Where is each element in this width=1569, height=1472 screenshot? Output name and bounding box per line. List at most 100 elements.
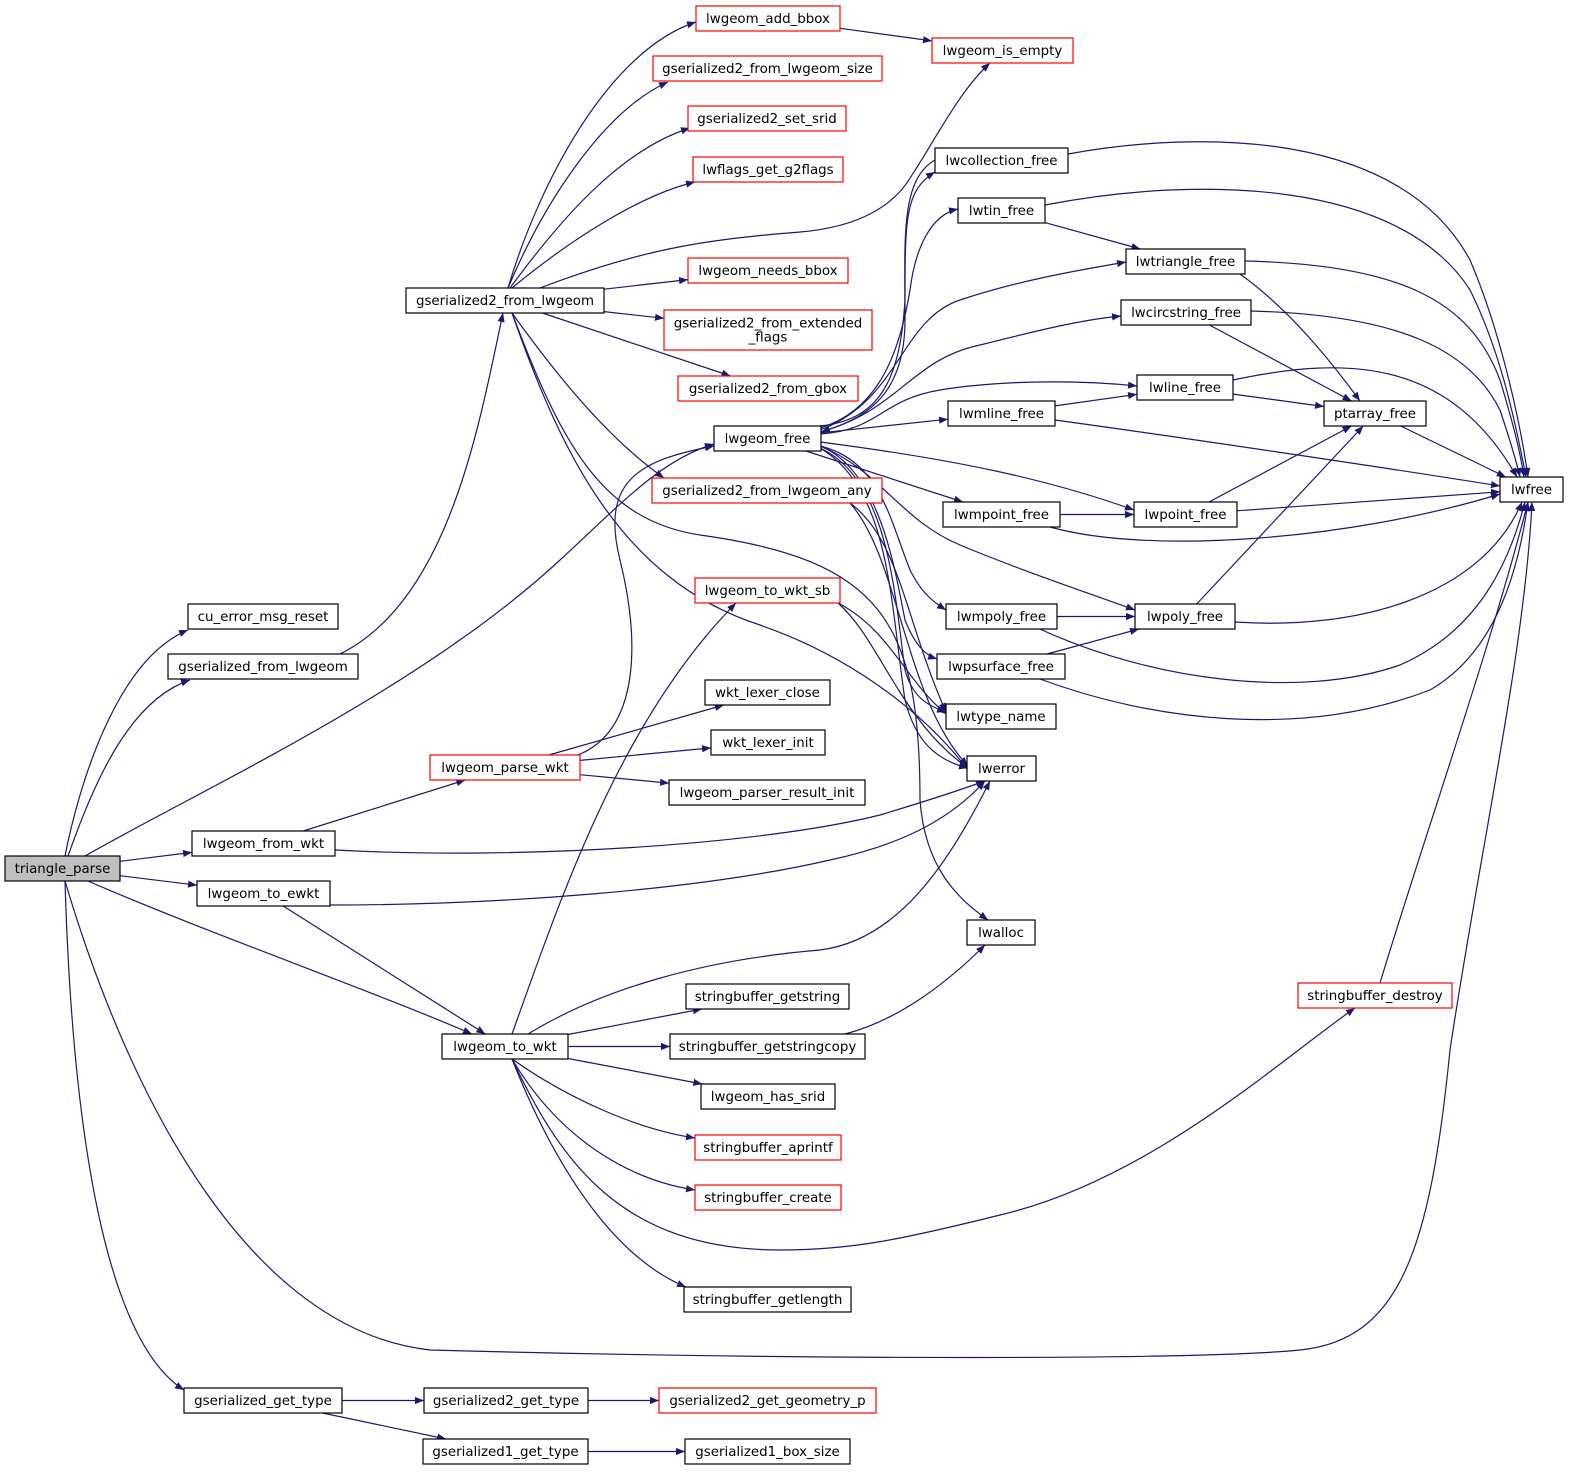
node-gserialized2_set_srid[interactable]: gserialized2_set_srid xyxy=(687,105,847,132)
node-stringbuffer_aprintf[interactable]: stringbuffer_aprintf xyxy=(694,1134,842,1161)
node-lwgeom_parse_wkt[interactable]: lwgeom_parse_wkt xyxy=(429,754,581,781)
node-lwmline_free[interactable]: lwmline_free xyxy=(947,400,1056,427)
edge-line xyxy=(84,443,715,857)
node-lwgeom_has_srid[interactable]: lwgeom_has_srid xyxy=(700,1083,836,1110)
node-label: lwgeom_parser_result_init xyxy=(680,786,855,801)
node-lwgeom_needs_bbox[interactable]: lwgeom_needs_bbox xyxy=(687,257,849,284)
node-lwcollection_free[interactable]: lwcollection_free xyxy=(934,147,1069,174)
edge-line xyxy=(819,259,1127,431)
edge-line xyxy=(1232,367,1518,478)
node-label: gserialized_get_type xyxy=(194,1394,332,1409)
edge-line xyxy=(819,313,1122,433)
edge-gserialized2_from_lwgeom-to-lwflags_get_g2flags xyxy=(511,180,696,289)
node-lwflags_get_g2flags[interactable]: lwflags_get_g2flags xyxy=(692,156,844,183)
node-stringbuffer_create[interactable]: stringbuffer_create xyxy=(694,1184,842,1211)
edge-lwgeom_free-to-lwtin_free xyxy=(819,207,959,429)
edge-triangle_parse-to-gserialized_from_lwgeom xyxy=(67,679,191,857)
edge-line xyxy=(603,311,665,321)
edge-lwgeom_to_wkt-to-stringbuffer_create xyxy=(511,1058,696,1193)
node-gserialized1_box_size[interactable]: gserialized1_box_size xyxy=(684,1438,851,1465)
edge-triangle_parse-to-lwgeom_to_wkt xyxy=(87,880,473,1035)
edge-stringbuffer_destroy-to-lwfree xyxy=(1379,501,1530,984)
node-label: _flags xyxy=(748,331,788,346)
node-box xyxy=(677,375,859,402)
node-lwpsurface_free[interactable]: lwpsurface_free xyxy=(936,653,1066,680)
edge-gserialized2_from_lwgeom-to-gserialized2_from_extended_flags xyxy=(603,311,665,321)
edge-lwgeom_to_wkt-to-lwerror xyxy=(527,780,991,1035)
edge-gserialized2_from_lwgeom_any-to-lwerror xyxy=(849,502,969,767)
edge-gserialized2_from_lwgeom-to-lwgeom_needs_bbox xyxy=(603,277,689,290)
edge-triangle_parse-to-lwgeom_to_ewkt xyxy=(119,875,198,888)
edge-line xyxy=(119,849,193,862)
node-lwgeom_free[interactable]: lwgeom_free xyxy=(713,425,822,452)
edge-line xyxy=(334,780,986,854)
node-lwgeom_from_wkt[interactable]: lwgeom_from_wkt xyxy=(191,830,336,857)
node-gserialized2_from_lwgeom_any[interactable]: gserialized2_from_lwgeom_any xyxy=(651,477,883,504)
node-gserialized_from_lwgeom[interactable]: gserialized_from_lwgeom xyxy=(167,653,359,680)
edge-line xyxy=(511,1007,1356,1251)
edge-line xyxy=(844,944,986,1035)
edge-line xyxy=(1044,188,1528,478)
node-lwpoly_free[interactable]: lwpoly_free xyxy=(1134,603,1236,630)
edge-lwgeom_free-to-lwpoly_free xyxy=(819,445,1136,611)
node-cu_error_msg_reset[interactable]: cu_error_msg_reset xyxy=(187,603,339,630)
node-box xyxy=(966,755,1037,782)
node-box xyxy=(1499,476,1564,503)
node-label: lwcollection_free xyxy=(945,154,1057,169)
node-stringbuffer_getstringcopy[interactable]: stringbuffer_getstringcopy xyxy=(669,1033,866,1060)
node-lwgeom_to_ewkt[interactable]: lwgeom_to_ewkt xyxy=(196,880,331,907)
node-gserialized_get_type[interactable]: gserialized_get_type xyxy=(183,1387,343,1414)
node-triangle_parse[interactable]: triangle_parse xyxy=(4,855,121,882)
edge-line xyxy=(1067,141,1531,478)
edge-line xyxy=(511,312,989,921)
node-label: lwfree xyxy=(1511,483,1552,498)
node-lwmpoly_free[interactable]: lwmpoly_free xyxy=(945,603,1058,630)
node-stringbuffer_destroy[interactable]: stringbuffer_destroy xyxy=(1297,982,1453,1009)
edge-lwgeom_free-to-lwpsurface_free xyxy=(819,445,938,660)
node-lwcircstring_free[interactable]: lwcircstring_free xyxy=(1120,299,1252,326)
edge-line xyxy=(567,1007,703,1036)
node-lwmpoint_free[interactable]: lwmpoint_free xyxy=(942,501,1061,528)
node-lwerror[interactable]: lwerror xyxy=(966,755,1037,782)
node-stringbuffer_getlength[interactable]: stringbuffer_getlength xyxy=(683,1286,852,1313)
edge-line xyxy=(1208,425,1352,503)
node-lwalloc[interactable]: lwalloc xyxy=(966,919,1036,946)
edge-line xyxy=(819,445,1136,611)
edge-lwgeom_from_wkt-to-lwerror xyxy=(334,780,986,854)
node-gserialized2_from_lwgeom[interactable]: gserialized2_from_lwgeom xyxy=(405,287,605,314)
node-lwline_free[interactable]: lwline_free xyxy=(1136,374,1234,401)
node-gserialized2_get_type[interactable]: gserialized2_get_type xyxy=(423,1387,589,1414)
node-lwtin_free[interactable]: lwtin_free xyxy=(957,197,1046,224)
node-label: lwpoly_free xyxy=(1147,610,1223,625)
edge-line xyxy=(511,1058,696,1141)
edge-line xyxy=(1044,222,1141,251)
node-box xyxy=(668,779,866,806)
node-gserialized2_from_gbox[interactable]: gserialized2_from_gbox xyxy=(677,375,859,402)
node-lwgeom_is_empty[interactable]: lwgeom_is_empty xyxy=(931,37,1074,64)
node-label: stringbuffer_getstring xyxy=(695,990,841,1005)
node-box xyxy=(422,1438,589,1465)
node-lwpoint_free[interactable]: lwpoint_free xyxy=(1133,501,1238,528)
edge-lwline_free-to-lwfree xyxy=(1232,367,1518,478)
node-stringbuffer_getstring[interactable]: stringbuffer_getstring xyxy=(685,983,850,1010)
edge-lwgeom_to_wkt_sb-to-lwtype_name xyxy=(837,602,947,715)
node-gserialized2_from_lwgeom_size[interactable]: gserialized2_from_lwgeom_size xyxy=(652,55,883,82)
node-box xyxy=(1297,982,1453,1009)
node-lwgeom_add_bbox[interactable]: lwgeom_add_bbox xyxy=(695,5,841,32)
edge-line xyxy=(64,501,1536,1359)
edge-lwgeom_to_wkt-to-stringbuffer_getlength xyxy=(511,1058,687,1288)
node-lwtype_name[interactable]: lwtype_name xyxy=(945,703,1057,730)
node-ptarray_free[interactable]: ptarray_free xyxy=(1323,400,1427,427)
node-lwfree[interactable]: lwfree xyxy=(1499,476,1564,503)
node-gserialized2_from_extended_flags[interactable]: gserialized2_from_extended_flags xyxy=(663,309,873,351)
node-gserialized1_get_type[interactable]: gserialized1_get_type xyxy=(422,1438,589,1465)
edge-gserialized2_from_lwgeom-to-lwgeom_is_empty xyxy=(539,62,991,289)
node-wkt_lexer_close[interactable]: wkt_lexer_close xyxy=(704,679,831,706)
node-lwgeom_parser_result_init[interactable]: lwgeom_parser_result_init xyxy=(668,779,866,806)
node-wkt_lexer_init[interactable]: wkt_lexer_init xyxy=(710,729,826,756)
node-lwtriangle_free[interactable]: lwtriangle_free xyxy=(1125,248,1246,275)
node-lwgeom_to_wkt[interactable]: lwgeom_to_wkt xyxy=(441,1033,569,1060)
node-gserialized2_get_geometry_p[interactable]: gserialized2_get_geometry_p xyxy=(658,1387,877,1414)
node-lwgeom_to_wkt_sb[interactable]: lwgeom_to_wkt_sb xyxy=(694,577,841,604)
